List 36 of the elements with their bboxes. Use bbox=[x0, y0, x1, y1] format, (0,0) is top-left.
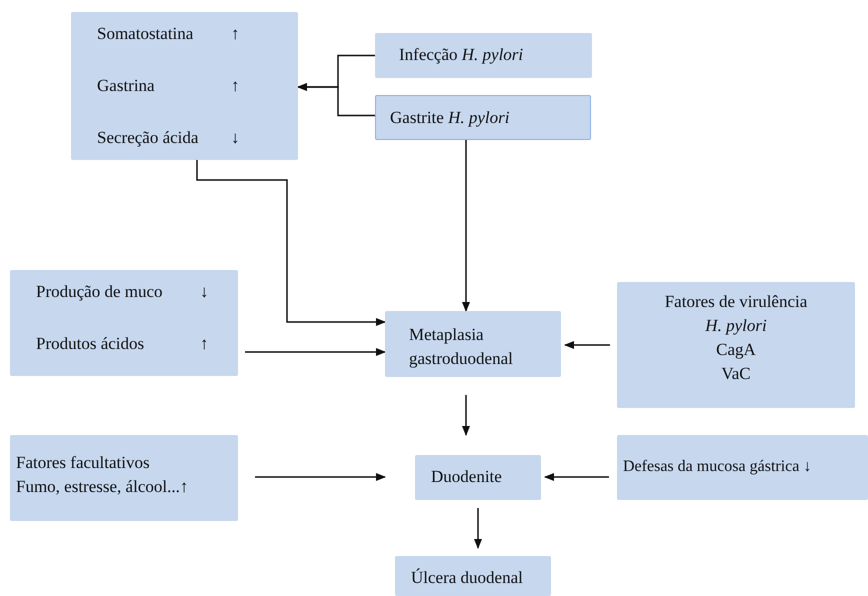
node-label: Produção de muco ↓ bbox=[36, 282, 210, 302]
arrow bbox=[462, 395, 470, 436]
arrow bbox=[255, 473, 386, 481]
node-label: Defesas da mucosa gástrica ↓ bbox=[623, 457, 812, 477]
node-label: Fatores facultativos bbox=[16, 453, 150, 473]
process-box bbox=[375, 95, 591, 140]
node-label: Gastrina ↑ bbox=[97, 76, 240, 96]
arrow bbox=[462, 140, 470, 312]
arrow bbox=[564, 341, 610, 349]
node-label: H. pylori bbox=[704, 316, 768, 336]
arrow bbox=[245, 348, 386, 356]
process-box bbox=[10, 270, 238, 376]
arrow bbox=[474, 508, 482, 549]
node-label: Fatores de virulência bbox=[664, 292, 808, 312]
node-label: Duodenite bbox=[431, 467, 502, 487]
process-box bbox=[415, 455, 541, 500]
node-label: Infecção H. pylori bbox=[399, 45, 524, 65]
process-box bbox=[10, 435, 238, 521]
arrow bbox=[297, 83, 375, 116]
node-label: Fumo, estresse, álcool...↑ bbox=[16, 477, 188, 497]
process-box bbox=[617, 282, 855, 408]
node-label: CagA bbox=[715, 340, 757, 360]
node-label: Úlcera duodenal bbox=[411, 568, 523, 588]
hormone-box bbox=[71, 12, 298, 160]
node-label: Somatostatina ↑ bbox=[97, 24, 240, 44]
node-label: Secreção ácida ↓ bbox=[97, 128, 240, 148]
process-box bbox=[385, 311, 561, 377]
node-label: Produtos ácidos ↑ bbox=[36, 334, 210, 354]
node-label: Metaplasia gastroduodenal bbox=[409, 324, 514, 370]
arrow bbox=[544, 473, 609, 481]
arrow bbox=[196, 160, 386, 326]
node-label: Gastrite H. pylori bbox=[390, 108, 510, 128]
node-label: VaC bbox=[720, 364, 752, 384]
process-box bbox=[395, 556, 551, 596]
process-box bbox=[617, 435, 868, 500]
process-box bbox=[375, 33, 592, 78]
